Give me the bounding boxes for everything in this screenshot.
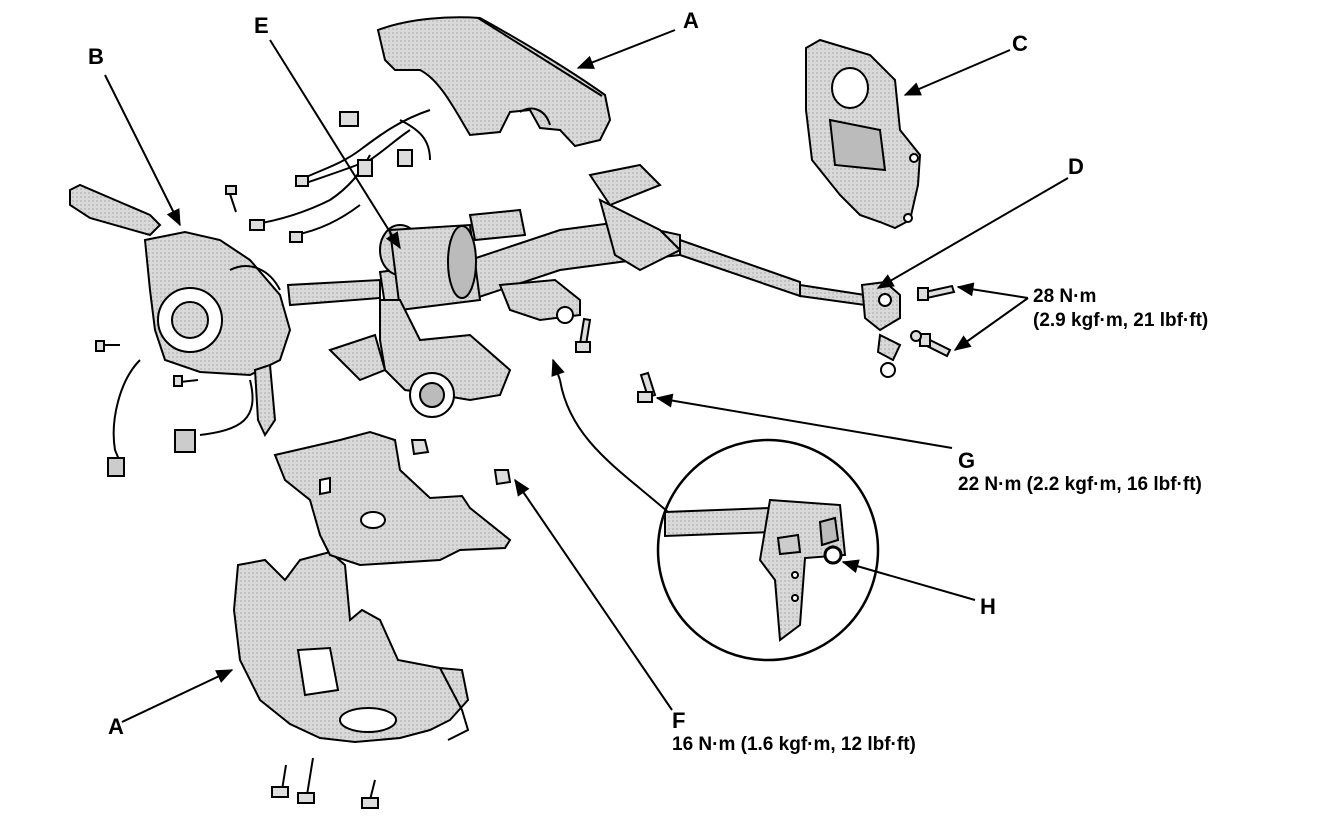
leader-e (269, 39, 401, 250)
leader-b (104, 74, 181, 227)
callout-d: D (1068, 154, 1084, 179)
leader-f (514, 478, 673, 711)
torque-d-line1: 28 N·m (1033, 286, 1097, 307)
callout-h: H (980, 594, 996, 619)
lower-shroud-plate (273, 430, 512, 567)
callout-g: G (958, 448, 976, 473)
steering-column (286, 163, 682, 418)
callout-f: F (672, 708, 686, 733)
leader-d-bolt-1 (956, 282, 1029, 299)
callout-a-bottom: A (108, 714, 124, 739)
leader-a-bottom (121, 669, 234, 723)
leader-lines (104, 29, 1069, 723)
callout-a-top: A (683, 8, 699, 33)
wire-harness (249, 109, 431, 243)
leader-g (655, 393, 953, 449)
leader-a-top (576, 29, 676, 69)
callout-b: B (88, 44, 104, 69)
leader-d-bolt-2 (953, 297, 1029, 351)
callout-e: E (254, 13, 269, 38)
detail-inset (559, 379, 880, 662)
combination-switch-assembly (69, 183, 292, 477)
torque-d-line2: (2.9 kgf·m, 21 lbf·ft) (1033, 310, 1209, 331)
torque-f: 16 N·m (1.6 kgf·m, 12 lbf·ft) (672, 734, 916, 755)
leader-c (903, 49, 1011, 96)
torque-g: 22 N·m (2.2 kgf·m, 16 lbf·ft) (958, 474, 1202, 495)
lower-column-cover (232, 550, 470, 744)
column-cover-plate-c (805, 38, 922, 230)
fasteners (95, 185, 956, 809)
leader-detail (551, 358, 565, 381)
intermediate-shaft (679, 238, 902, 362)
leader-d (876, 177, 1069, 289)
leader-h (841, 559, 976, 601)
upper-column-cover (376, 16, 612, 148)
callout-c: C (1012, 31, 1028, 56)
